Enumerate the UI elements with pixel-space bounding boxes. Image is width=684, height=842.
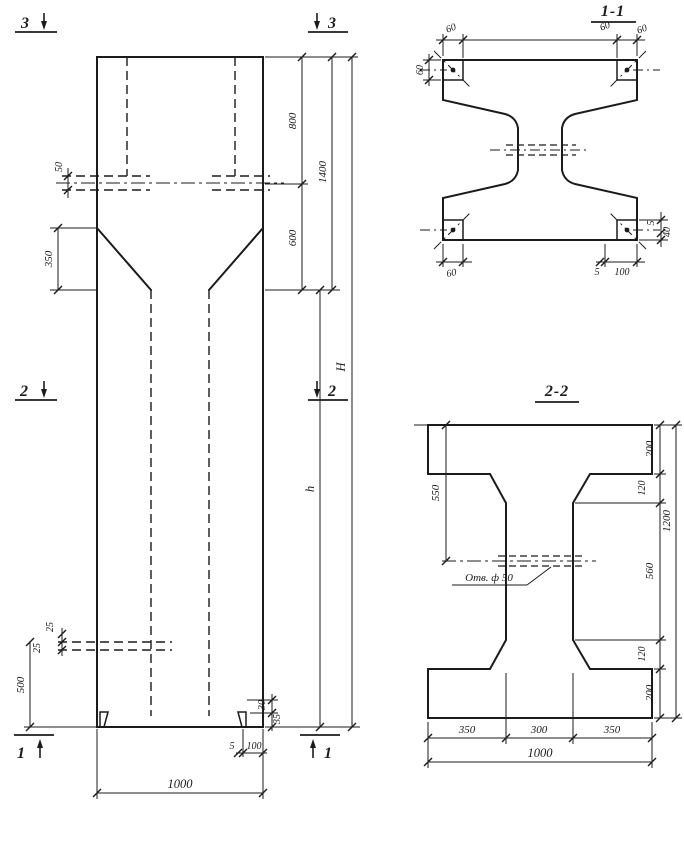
section-1-1-title: 1-1 — [601, 3, 625, 20]
section-2-2-dim-lines — [414, 424, 682, 768]
elevation-view: 50 350 800 600 1400 H h 25 25 500 30 35 … — [14, 13, 360, 799]
dim-H-label: H — [334, 362, 348, 373]
section-2-2-outline — [427, 424, 653, 719]
column-hidden-lines — [58, 57, 270, 716]
elevation-dim-ticks — [25, 52, 357, 798]
cut-arrow-icons — [37, 21, 320, 748]
corner-embed-plates — [443, 60, 637, 240]
dim-600-label: 600 — [287, 229, 299, 246]
cut-mark-bars — [14, 31, 348, 736]
arrow-down-icon — [314, 21, 320, 30]
dim-200-bottom-label: 200 — [644, 684, 656, 701]
cut-mark-arrow-shafts — [39, 13, 318, 758]
arrow-up-icon — [310, 739, 316, 748]
dim-300-label: 300 — [530, 724, 548, 736]
dim-40-right-label: 40 — [662, 227, 673, 237]
dim-350-right-label: 350 — [603, 724, 621, 736]
dim-5-right-label: 5 — [646, 221, 657, 226]
dim-560-label: 560 — [644, 562, 656, 579]
dim-350-left-label: 350 — [458, 724, 476, 736]
dim-60-left-edge-label: 60 — [415, 65, 426, 75]
dim-1200-label: 1200 — [661, 510, 673, 533]
dim-60-top-left-label: 60 — [445, 22, 458, 36]
hole-diameter-label: Отв. ф 50 — [465, 572, 513, 584]
section-2-2-title: 2-2 — [544, 383, 569, 400]
dim-30-label: 30 — [257, 700, 268, 711]
web-hole-hidden-lines — [506, 144, 576, 156]
arrow-down-icon — [41, 21, 47, 30]
elevation-dim-lines — [24, 56, 360, 799]
section-mark-2-left: 2 — [19, 383, 28, 400]
dim-25b-label: 25 — [32, 643, 43, 653]
dim-100-bottom-label: 100 — [615, 267, 630, 278]
dim-50-label: 50 — [54, 162, 65, 172]
dim-500-label: 500 — [15, 676, 27, 693]
section-cut-marks: 3 3 2 2 1 1 — [14, 13, 348, 762]
dim-60-bottom-label: 60 — [445, 267, 457, 280]
section-mark-2-right: 2 — [327, 383, 336, 400]
dim-1000-label: 1000 — [168, 777, 194, 791]
dim-60-top-right-label: 60 — [599, 20, 612, 34]
hole-hidden-lines — [498, 555, 582, 567]
dim-200-top-label: 200 — [644, 440, 656, 457]
dim-25a-label: 25 — [45, 622, 56, 632]
section-mark-3-left: 3 — [20, 15, 29, 32]
hole-label-leader — [452, 566, 552, 586]
arrow-down-icon — [41, 389, 47, 398]
section-mark-3-right: 3 — [327, 15, 336, 32]
section-2-2-dim-ticks — [423, 420, 681, 767]
dim-100-label: 100 — [247, 741, 262, 752]
elevation-dim-labels: 50 350 800 600 1400 H h 25 25 500 30 35 … — [15, 112, 348, 791]
dim-800-label: 800 — [287, 112, 299, 129]
dim-120-top-label: 120 — [637, 481, 648, 496]
section-1-1-dim-labels: 60 60 60 60 60 5 100 5 40 — [415, 20, 673, 280]
section-mark-1-right: 1 — [324, 745, 332, 762]
section-1-1-outline — [442, 59, 638, 241]
dim-5-bottom-label: 5 — [595, 267, 600, 278]
section-2-2-view: 2-2 Отв. ф 50 — [414, 383, 682, 768]
section-1-1-view: 1-1 — [415, 3, 673, 280]
dim-120-bottom-label: 120 — [637, 647, 648, 662]
dim-5-label: 5 — [230, 741, 235, 752]
dim-550-label: 550 — [430, 484, 442, 501]
section-1-1-dim-ticks — [424, 35, 666, 267]
section-2-2-dim-labels: 550 200 120 560 120 200 1200 350 300 350… — [430, 440, 673, 760]
dim-h-label: h — [303, 486, 317, 492]
dim-1400-label: 1400 — [317, 161, 329, 184]
arrow-up-icon — [37, 739, 43, 748]
dim-1000-bottom-label: 1000 — [528, 746, 554, 760]
column-outline — [96, 56, 264, 728]
dim-60-top-right2-label: 60 — [636, 23, 649, 37]
dim-35-label: 35 — [272, 714, 283, 725]
dim-350-label: 350 — [43, 250, 55, 268]
arrow-down-icon — [314, 389, 320, 398]
corner-centerlines — [420, 50, 660, 250]
section-mark-1-left: 1 — [17, 745, 25, 762]
